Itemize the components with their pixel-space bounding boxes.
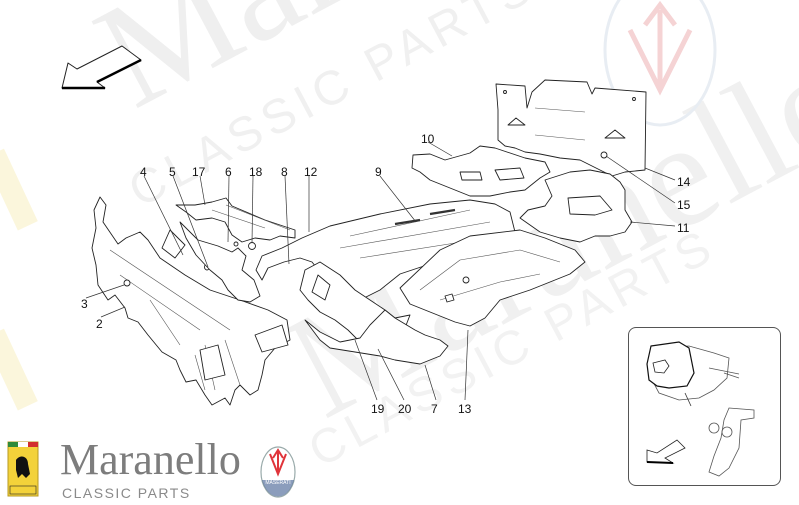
callout-3: 3 xyxy=(81,297,88,311)
upper-dash-insulation-panel xyxy=(175,197,296,303)
callout-6: 6 xyxy=(225,165,232,179)
rear-seat-floor-left xyxy=(411,145,551,197)
pedal-box-illustration xyxy=(646,341,755,477)
callout-20: 20 xyxy=(398,402,412,416)
callout-11: 11 xyxy=(677,221,690,235)
tunnel-floor-insulation xyxy=(255,199,516,365)
callout-14: 14 xyxy=(677,175,691,189)
callout-18: 18 xyxy=(249,165,263,179)
front-direction-arrow xyxy=(61,45,142,90)
brand-name: Maranello xyxy=(60,435,241,484)
callout-2: 2 xyxy=(96,317,103,331)
callout-19: 19 xyxy=(371,402,385,416)
svg-text:MASERATI: MASERATI xyxy=(265,480,290,486)
inset-detail-box xyxy=(628,327,781,486)
maserati-badge: MASERATI xyxy=(260,446,296,498)
callout-7: 7 xyxy=(431,402,438,416)
callout-10: 10 xyxy=(421,132,435,146)
rear-floor-insulation xyxy=(399,229,586,327)
callout-17: 17 xyxy=(192,165,206,179)
callout-4: 4 xyxy=(140,165,147,179)
brand-tagline: CLASSIC PARTS xyxy=(62,485,191,501)
ferrari-badge xyxy=(7,441,39,497)
rear-seat-floor-right xyxy=(519,169,633,243)
callout-15: 15 xyxy=(677,198,691,212)
callout-9: 9 xyxy=(375,165,382,179)
leader-lines xyxy=(85,141,676,401)
callout-8: 8 xyxy=(281,165,288,179)
callout-5: 5 xyxy=(169,165,176,179)
callout-12: 12 xyxy=(304,165,318,179)
inset-direction-arrow xyxy=(646,439,686,464)
callout-13: 13 xyxy=(458,402,472,416)
